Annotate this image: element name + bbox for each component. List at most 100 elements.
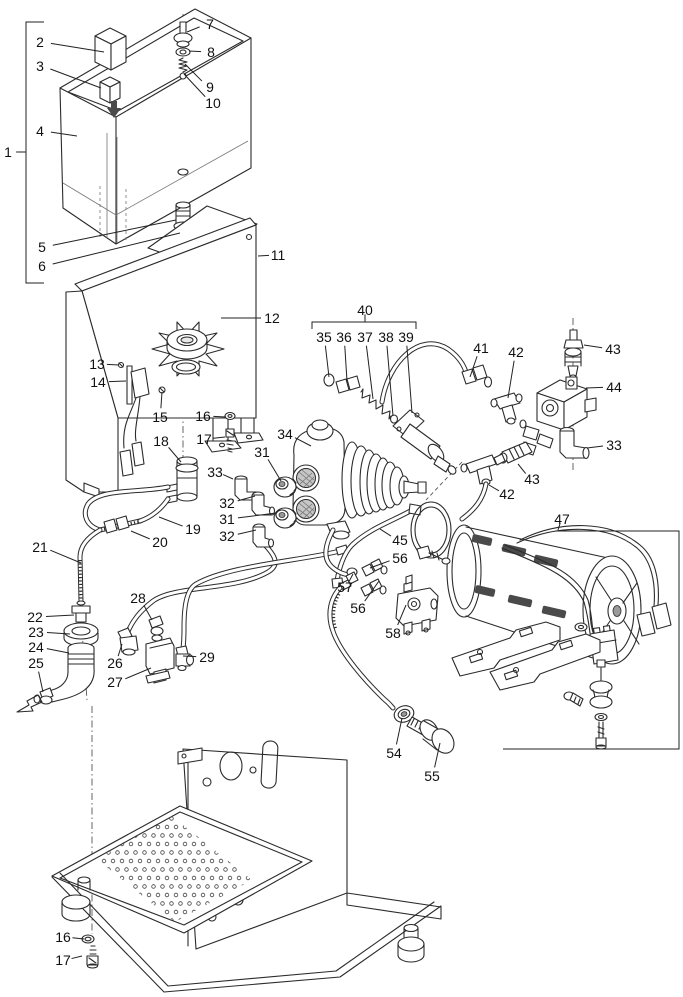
leader-line-55 [434, 742, 441, 768]
leader-line-44 [585, 386, 604, 389]
hex-nipple [522, 425, 540, 441]
base-foot-left [61, 894, 91, 910]
tank-holder-bracket [65, 205, 264, 504]
leader-line-38 [386, 345, 394, 417]
part-label-29: 29 [199, 649, 215, 665]
cable-terminal [636, 611, 656, 637]
pressure-valve-block [395, 574, 439, 636]
leader-line-6 [52, 232, 181, 265]
pump-motor [446, 524, 672, 668]
part-label-34: 34 [277, 426, 293, 442]
nipple-fitting [148, 615, 164, 642]
drain-fittings-cluster [16, 600, 195, 713]
leader-line-54 [395, 717, 403, 745]
part-label-37: 37 [357, 329, 373, 345]
leader-line-35 [324, 345, 330, 378]
part-label-16: 16 [195, 408, 211, 424]
screw [563, 691, 584, 707]
leader-line-32 [237, 529, 257, 535]
part-label-8: 8 [207, 44, 215, 60]
part-label-40: 40 [357, 302, 373, 318]
part-label-17: 17 [196, 431, 212, 447]
strainer-port [292, 495, 320, 523]
part-label-4: 4 [36, 123, 44, 139]
hex-nipple [273, 507, 298, 529]
leader-line-5 [52, 219, 177, 246]
elbow-fitting [252, 523, 275, 548]
leader-line-16 [72, 937, 85, 940]
leader-line-2 [50, 42, 105, 53]
leader-line-24 [46, 648, 70, 654]
leader-line-7 [186, 26, 200, 33]
nipple-fitting [71, 605, 91, 614]
cable-terminal [651, 602, 672, 630]
outlet-fitting [33, 687, 54, 705]
ribbed-elbow [47, 642, 95, 703]
part-label-6: 6 [38, 258, 46, 274]
bypass-valve [392, 409, 457, 475]
leader-line-56 [364, 580, 380, 602]
water-tank-group [59, 8, 252, 246]
pump-head-assembly [234, 419, 427, 589]
part-label-19: 19 [185, 521, 201, 537]
part-label-7: 7 [206, 16, 214, 32]
hose-union [103, 518, 118, 534]
part-label-21: 21 [32, 539, 48, 555]
part-label-56: 56 [392, 550, 408, 566]
leader-line-18 [168, 447, 182, 463]
flow-direction-arrow [16, 694, 43, 713]
panel-nut [393, 705, 415, 723]
part-label-42: 42 [508, 344, 524, 360]
leader-line-14 [108, 380, 127, 383]
insert-direction-arrow [107, 101, 121, 118]
solenoid-valve [536, 376, 597, 431]
part-label-44: 44 [606, 379, 622, 395]
check-valve [493, 441, 537, 466]
leader-line-43 [517, 463, 527, 474]
leader-line-34 [294, 437, 312, 447]
part-label-58: 58 [385, 625, 401, 641]
part-label-17: 17 [55, 952, 71, 968]
leader-line-33 [586, 445, 604, 449]
leader-line-19 [158, 516, 183, 527]
part-label-31: 31 [219, 511, 235, 527]
part-label-41: 41 [473, 340, 489, 356]
hose-clamp [410, 501, 452, 565]
tank-coupling-nut [166, 328, 208, 360]
part-label-18: 18 [153, 433, 169, 449]
leader-line-15 [160, 391, 163, 409]
hex-nipple [273, 476, 298, 498]
leader-line-57 [348, 573, 354, 583]
water-tank [59, 8, 252, 245]
part-label-31: 31 [254, 444, 270, 460]
tank-valve-parts [173, 21, 193, 80]
leader-line-28 [143, 605, 153, 621]
leader-line-39 [406, 345, 413, 414]
solenoid-valve-group [536, 329, 597, 460]
spade-terminal [119, 449, 134, 477]
part-label-38: 38 [378, 329, 394, 345]
leader-line-27 [125, 667, 152, 680]
inline-fitting [461, 364, 493, 388]
leader-line-47 [557, 522, 561, 531]
leader-line-33 [222, 474, 234, 480]
part-label-35: 35 [316, 329, 332, 345]
screw [86, 945, 99, 969]
part-label-54: 54 [386, 745, 402, 761]
spring [360, 388, 392, 420]
group-bracket-47 [503, 530, 680, 750]
motor-mounts [451, 621, 613, 750]
leader-line-23 [46, 632, 71, 635]
part-label-32: 32 [219, 528, 235, 544]
part-label-10: 10 [205, 95, 221, 111]
leader-line-31 [237, 512, 277, 519]
leader-line-17 [71, 955, 83, 960]
part-label-20: 20 [152, 534, 168, 550]
leader-line-42 [488, 484, 500, 492]
part-label-36: 36 [336, 329, 352, 345]
part-label-23: 23 [28, 624, 44, 640]
part-label-12: 12 [264, 310, 280, 326]
leader-line-8 [188, 50, 202, 53]
drain-valve [145, 637, 175, 684]
valve-seat [389, 414, 399, 424]
